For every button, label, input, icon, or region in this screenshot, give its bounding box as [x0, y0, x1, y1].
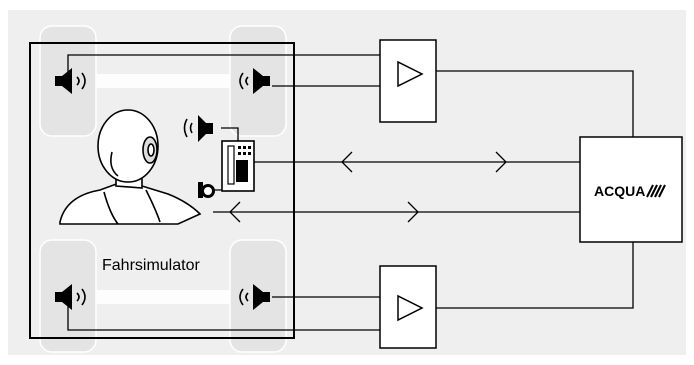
- head: [97, 109, 159, 183]
- speaker-rear-right: [239, 284, 270, 310]
- signal-wiring: [67, 54, 634, 331]
- speaker-icon: [263, 76, 270, 86]
- speaker-front-right: [239, 68, 270, 94]
- acqua-logo-stripes: [646, 184, 666, 198]
- microphone-icon: [198, 182, 215, 198]
- acqua-analyzer-box: [579, 136, 683, 243]
- artificial-head-icon: [59, 109, 202, 225]
- loudspeaker-icon: [206, 123, 213, 134]
- head-seam: [110, 151, 119, 177]
- signal-direction-arrow-icon: [229, 151, 507, 223]
- amplifier-top: [379, 39, 437, 123]
- simulator-label: Fahrsimulator: [102, 257, 200, 274]
- mouth-loudspeaker: [183, 115, 213, 142]
- shoulder-line: [103, 191, 119, 225]
- speaker-rear-left: [55, 284, 86, 310]
- amplifier-icon: [397, 60, 424, 88]
- amplifier-icon: [397, 294, 424, 322]
- speaker-icon: [263, 292, 270, 302]
- shoulder-line: [145, 189, 161, 223]
- simulator-frame: [29, 42, 295, 339]
- speaker-front-left: [55, 68, 86, 94]
- telephone-icon: [221, 140, 255, 192]
- speaker-icon: [55, 292, 62, 302]
- amplifier-bottom: [379, 265, 437, 349]
- acqua-label: ACQUA: [594, 183, 645, 199]
- speaker-icon: [55, 76, 62, 86]
- seat-connectors: [96, 74, 230, 304]
- ear-inner: [147, 143, 155, 157]
